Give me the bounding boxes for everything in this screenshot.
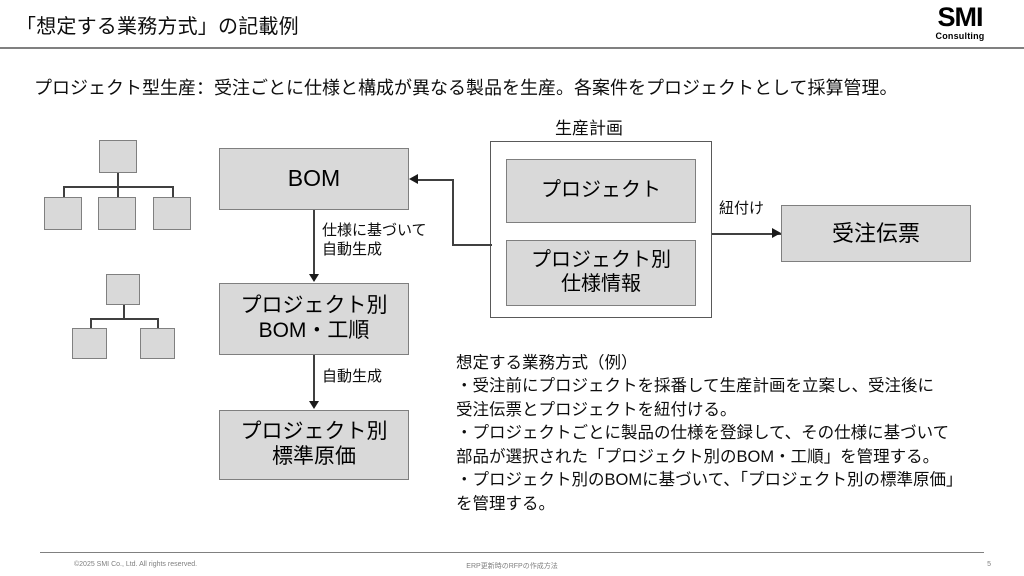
plan-to-bom-segment-upper [418, 179, 453, 181]
edge-label-spec-line2: 自動生成 [322, 240, 383, 258]
notes-line-1: ・受注前にプロジェクトを採番して生産計画を立案し、受注後に [456, 377, 935, 396]
bom-box-label: BOM [287, 165, 341, 192]
plan-to-bom-segment-vertical [452, 179, 454, 245]
logo-tagline: Consulting [935, 31, 985, 41]
project-box[interactable]: プロジェクト [506, 159, 696, 223]
edge-label-spec-line1: 仕様に基づいて [322, 222, 427, 239]
project-standard-cost-line1: プロジェクト別 [240, 420, 388, 444]
project-bom-routing-label: プロジェクト別 BOM・工順 [241, 294, 388, 344]
project-spec-info-line2: 仕様情報 [561, 273, 641, 295]
bom-to-mid-connector [313, 210, 315, 276]
plan-to-order-arrowhead [772, 228, 781, 238]
tree2-branch-bar [90, 318, 158, 320]
intro-description: プロジェクト型生産：受注ごとに仕様と構成が異なる製品を生産。各案件をプロジェクト… [34, 78, 898, 98]
edge-label-auto-generate: 自動生成 [322, 368, 382, 387]
edge-label-spec-auto-generate: 仕様に基づいて 自動生成 [322, 222, 427, 260]
tree2-root-node [106, 274, 140, 305]
tree1-child2-stem [117, 186, 119, 198]
tree2-root-stem [123, 305, 125, 319]
project-box-label: プロジェクト [541, 179, 661, 202]
tree1-root-stem [117, 173, 119, 187]
sales-order-label: 受注伝票 [831, 220, 920, 246]
mid-to-cost-connector [313, 355, 315, 403]
production-plan-group-label: 生産計画 [555, 119, 623, 138]
notes-line-5: ・プロジェクト別のBOMに基づいて、「プロジェクト別の標準原価」 [456, 471, 963, 490]
notes-line-2: 受注伝票とプロジェクトを紐付ける。 [456, 400, 737, 419]
tree2-child-node-2 [140, 328, 175, 359]
project-bom-routing-box[interactable]: プロジェクト別 BOM・工順 [219, 283, 409, 355]
project-bom-routing-line1: プロジェクト別 [240, 294, 388, 318]
notes-line-3: ・プロジェクトごとに製品の仕様を登録して、その仕様に基づいて [456, 424, 950, 443]
page-title: 「想定する業務方式」の記載例 [16, 16, 299, 38]
footer-divider [40, 552, 984, 553]
sales-order-box[interactable]: 受注伝票 [781, 205, 971, 262]
edge-label-link: 紐付け [719, 200, 765, 217]
tree1-child-node-3 [153, 197, 191, 230]
project-standard-cost-label: プロジェクト別 標準原価 [241, 420, 388, 470]
smi-logo: SMI Consulting [912, 4, 1008, 41]
project-standard-cost-box[interactable]: プロジェクト別 標準原価 [219, 410, 409, 480]
tree2-child1-stem [90, 318, 92, 329]
assumed-workflow-notes: 想定する業務方式（例） ・受注前にプロジェクトを採番して生産計画を立案し、受注後… [456, 352, 1018, 516]
plan-to-bom-segment-lower [452, 244, 492, 246]
tree2-child-node-1 [72, 328, 107, 359]
project-spec-info-line1: プロジェクト別 [531, 249, 671, 272]
bom-to-mid-arrowhead [309, 274, 319, 282]
plan-to-bom-arrowhead [409, 174, 418, 184]
logo-wordmark: SMI [937, 2, 983, 32]
notes-line-6: を管理する。 [456, 494, 555, 513]
project-spec-info-label: プロジェクト別 仕様情報 [531, 249, 671, 296]
footer-page-number: 5 [987, 561, 991, 568]
notes-heading: 想定する業務方式（例） [456, 354, 638, 372]
tree1-child-node-2 [98, 197, 136, 230]
tree1-root-node [99, 140, 137, 173]
mid-to-cost-arrowhead [309, 401, 319, 409]
edge-label-auto-generate-text: 自動生成 [322, 368, 383, 385]
tree1-child3-stem [172, 186, 174, 198]
footer-copyright: ©2025 SMI Co., Ltd. All rights reserved. [74, 561, 198, 568]
notes-line-4: 部品が選択された「プロジェクト別のBOM・工順」を管理する。 [456, 447, 940, 466]
project-spec-info-box[interactable]: プロジェクト別 仕様情報 [506, 240, 696, 306]
tree1-child1-stem [63, 186, 65, 198]
bom-box[interactable]: BOM [219, 148, 409, 210]
tree1-child-node-1 [44, 197, 82, 230]
header-divider [0, 47, 1024, 49]
footer-document-title: ERP更新時のRFPの作成方法 [466, 563, 558, 570]
project-standard-cost-line2: 標準原価 [272, 445, 356, 468]
project-bom-routing-line2: BOM・工順 [258, 319, 370, 342]
plan-to-order-connector [712, 233, 781, 235]
tree2-child2-stem [157, 318, 159, 329]
